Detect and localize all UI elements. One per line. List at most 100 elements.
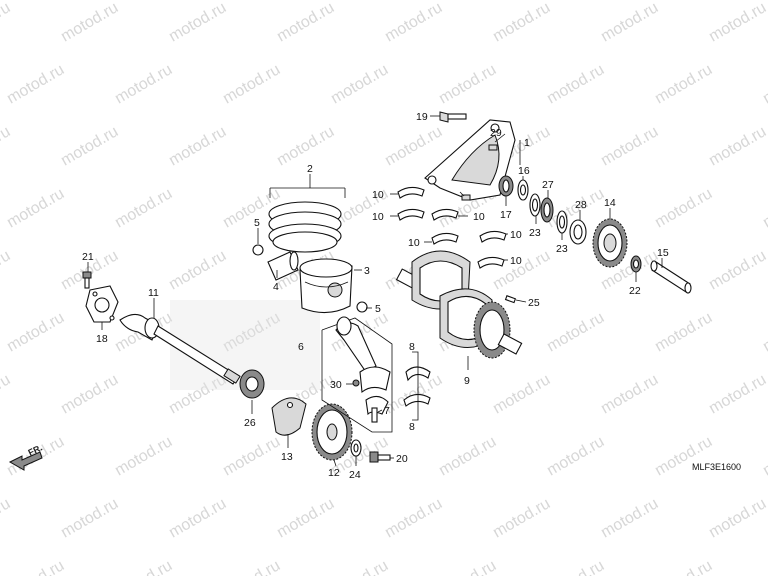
callout-18: 18 [96, 333, 108, 345]
watermark-text: motod.ru [760, 61, 768, 107]
callout-3: 3 [364, 265, 370, 277]
callout-5a: 5 [254, 217, 260, 229]
bearing-shells-part-10 [397, 186, 507, 269]
watermark-text: motod.ru [598, 495, 661, 541]
watermark-text: motod.ru [382, 371, 445, 417]
callout-15: 15 [657, 247, 669, 259]
callout-9: 9 [464, 375, 470, 387]
front-direction-arrow: FR. [8, 442, 44, 471]
watermark-text: motod.ru [382, 0, 445, 45]
watermark-text: motod.ru [760, 309, 768, 355]
callout-16: 16 [518, 165, 530, 177]
leader-lines [87, 115, 663, 467]
ring-part-22 [630, 255, 642, 273]
watermark-text: motod.ru [760, 433, 768, 479]
callout-21: 21 [82, 251, 94, 263]
balancer-holder-part-1 [424, 119, 516, 201]
watermark-text: motod.ru [490, 371, 553, 417]
piston-rings-part-2 [268, 201, 342, 253]
clip-part-5a [252, 244, 264, 256]
callout-17: 17 [500, 209, 512, 221]
cover-part-18 [85, 285, 119, 323]
watermark-text: motod.ru [706, 0, 768, 45]
watermark-text: motod.ru [760, 557, 768, 576]
bolt-part-20 [369, 451, 391, 463]
bearing-part-26 [239, 369, 265, 399]
watermark-text: motod.ru [0, 495, 13, 541]
shaft-part-11 [119, 313, 241, 385]
callout-10b: 10 [372, 211, 384, 223]
callout-4: 4 [273, 281, 279, 293]
callout-7: 7 [384, 405, 390, 417]
callout-19: 19 [416, 111, 428, 123]
watermark-text: motod.ru [652, 309, 715, 355]
watermark-text: motod.ru [544, 61, 607, 107]
callout-23b: 23 [556, 243, 568, 255]
callout-10f: 10 [510, 255, 522, 267]
clip-part-5b [356, 301, 368, 313]
callout-5b: 5 [375, 303, 381, 315]
watermark-text: motod.ru [544, 309, 607, 355]
bearing-part-8b [403, 393, 431, 407]
watermark-text: motod.ru [0, 123, 13, 169]
piston-part-3 [299, 258, 353, 314]
piston-pin-part-4 [267, 251, 299, 281]
callout-8b: 8 [409, 421, 415, 433]
watermark-text: motod.ru [382, 123, 445, 169]
watermark-text: motod.ru [328, 61, 391, 107]
callout-29a: 29 [490, 127, 502, 139]
watermark-text: motod.ru [436, 557, 499, 576]
watermark-text: motod.ru [0, 247, 13, 293]
gear-part-12 [311, 403, 353, 461]
callout-12: 12 [328, 467, 340, 479]
watermark-text: motod.ru [706, 371, 768, 417]
callout-24: 24 [349, 469, 361, 481]
watermark-text: motod.ru [58, 0, 121, 45]
watermark-text: motod.ru [58, 495, 121, 541]
watermark-text: motod.ru [544, 557, 607, 576]
callout-25: 25 [528, 297, 540, 309]
watermark-text: motod.ru [4, 61, 67, 107]
diagram-code: MLF3E1600 [692, 462, 741, 472]
conrod-group-part-6 [321, 316, 393, 433]
watermark-text: motod.ru [436, 433, 499, 479]
watermark-text: motod.ru [598, 0, 661, 45]
watermark-text: motod.ru [112, 185, 175, 231]
callout-30: 30 [330, 379, 342, 391]
watermark-text: motod.ru [652, 185, 715, 231]
balancer-gear-part-14 [592, 218, 628, 268]
callout-22: 22 [629, 285, 641, 297]
watermark-text: motod.ru [4, 557, 67, 576]
callout-13: 13 [281, 451, 293, 463]
watermark-text: motod.ru [274, 495, 337, 541]
callout-27: 27 [542, 179, 554, 191]
callout-20: 20 [396, 453, 408, 465]
watermark-text: motod.ru [166, 247, 229, 293]
callout-23a: 23 [529, 227, 541, 239]
washer-part-24 [350, 439, 362, 457]
watermark-text: motod.ru [436, 61, 499, 107]
washer-part-23b [556, 210, 568, 234]
callout-11: 11 [148, 287, 159, 299]
pin-part-25 [504, 295, 517, 304]
watermark-text: motod.ru [274, 123, 337, 169]
watermark-text: motod.ru [166, 123, 229, 169]
plate-part-13 [271, 397, 307, 436]
watermark-text: motod.ru [598, 123, 661, 169]
watermark-text: motod.ru [652, 557, 715, 576]
watermark-text: motod.ru [58, 371, 121, 417]
watermark-text: motod.ru [58, 123, 121, 169]
crankshaft-part-9 [395, 250, 523, 359]
watermark-text: motod.ru [274, 0, 337, 45]
watermark-text: motod.ru [4, 185, 67, 231]
needle-bearing-part-28 [569, 219, 587, 245]
callout-6: 6 [298, 341, 304, 353]
balancer-shaft-part-15 [650, 260, 692, 294]
bolt-part-19 [439, 111, 467, 123]
watermark-text: motod.ru [490, 495, 553, 541]
bearing-part-17 [498, 175, 514, 197]
watermark-text: motod.ru [706, 247, 768, 293]
